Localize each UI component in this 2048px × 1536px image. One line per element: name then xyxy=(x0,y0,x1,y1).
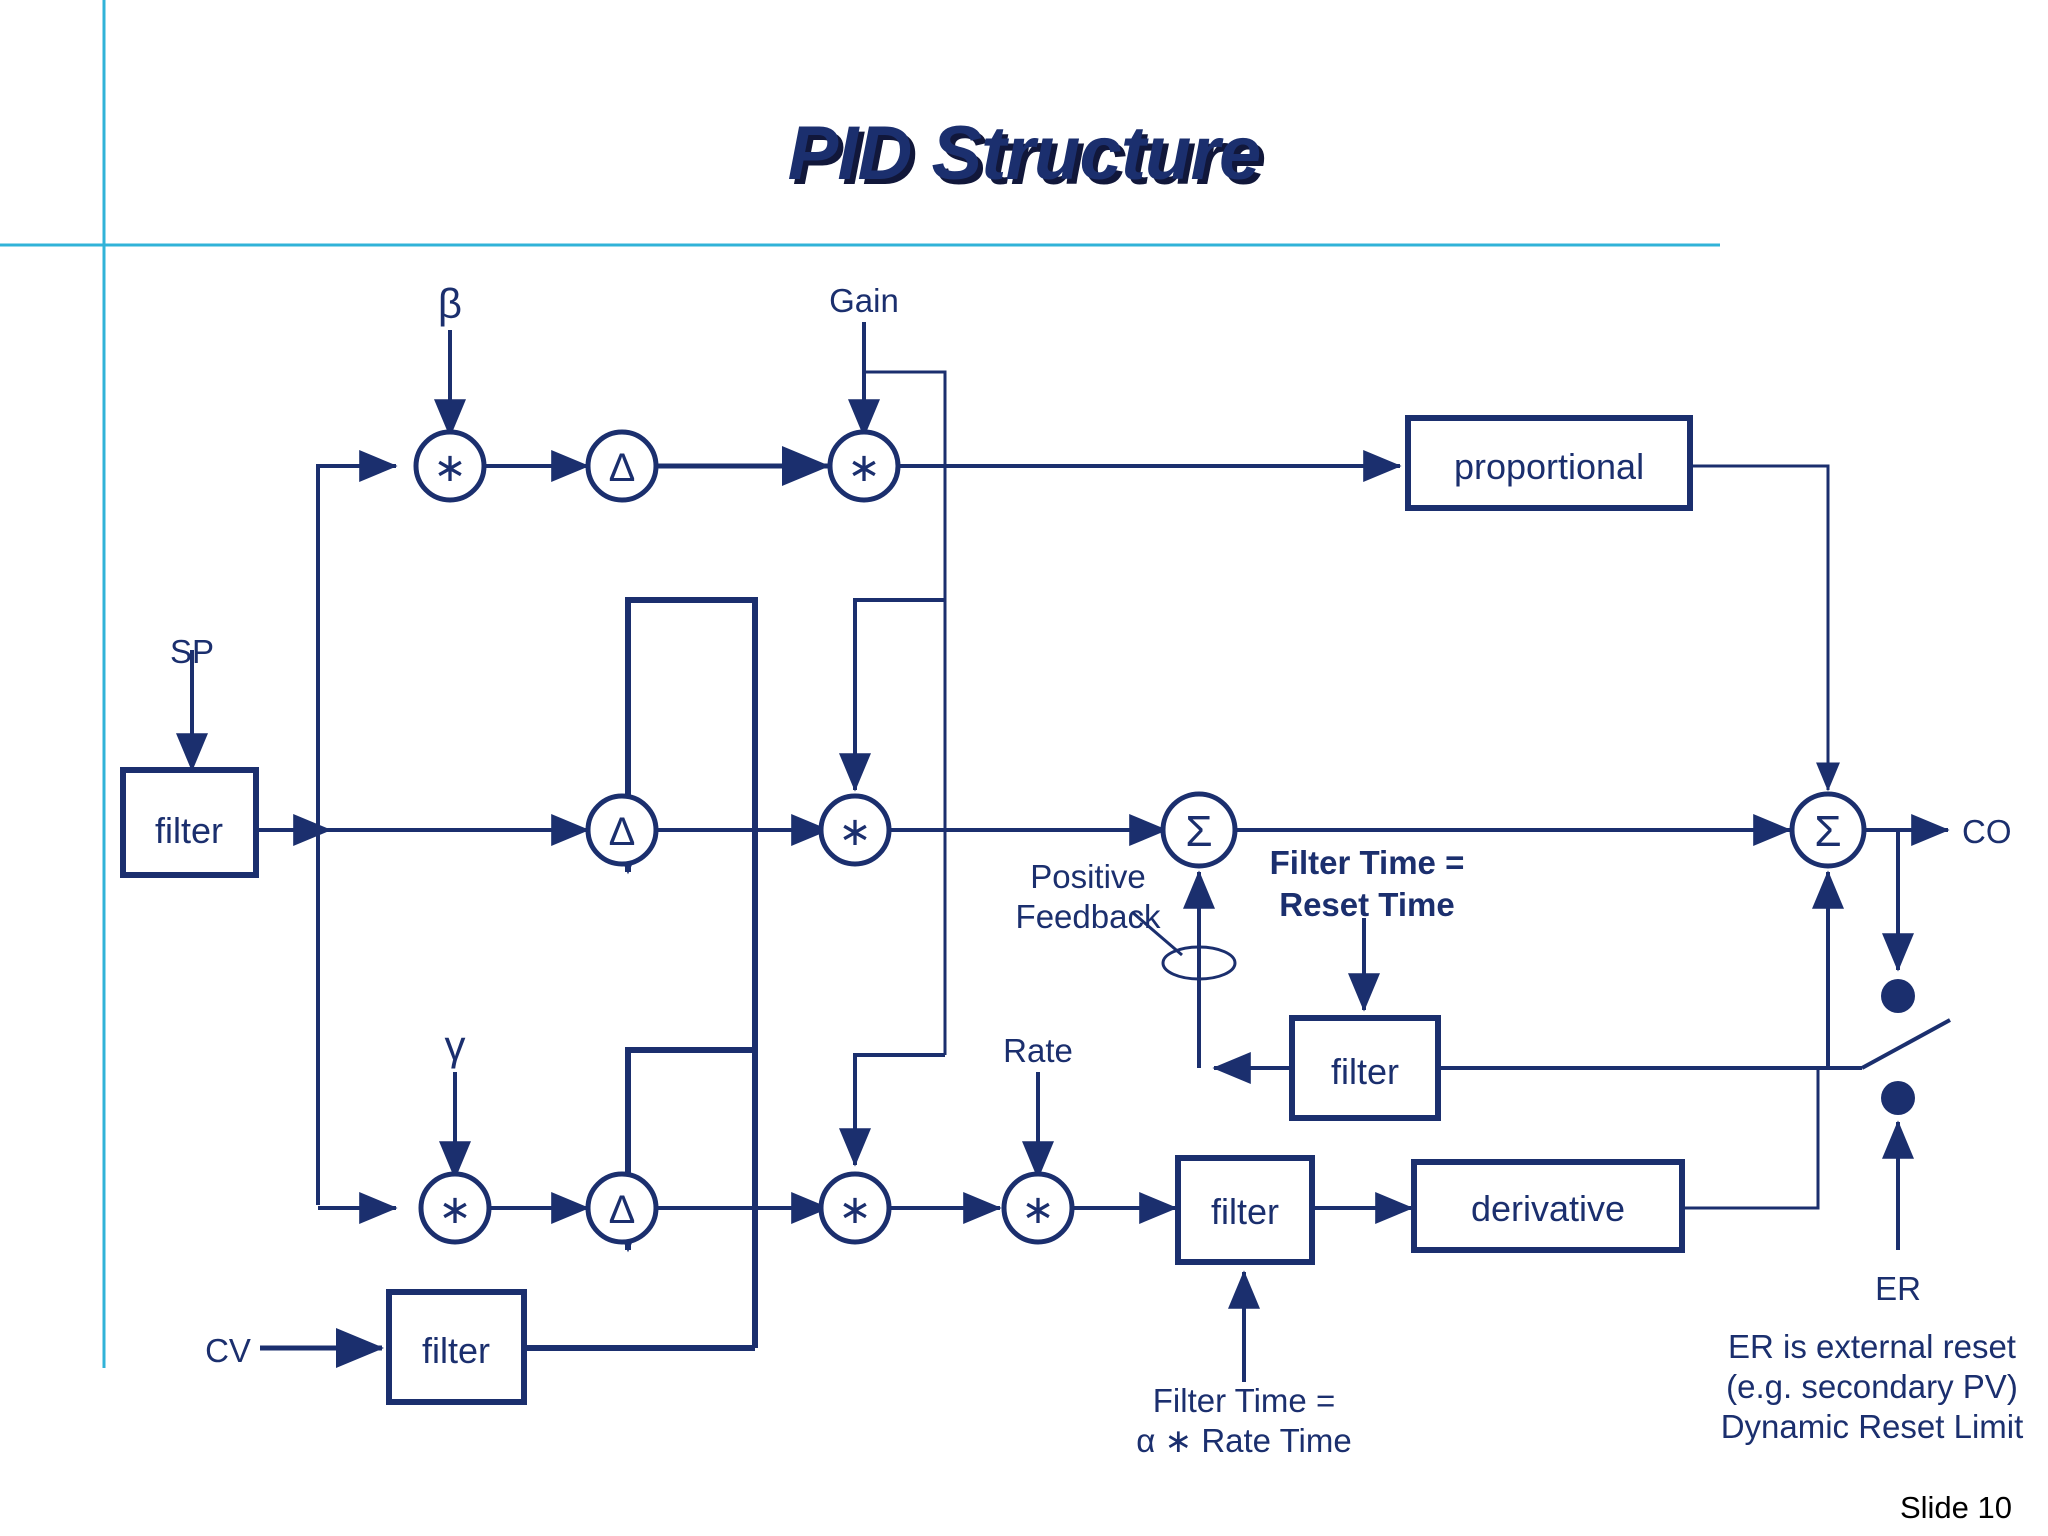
op-beta-mult: ∗ xyxy=(413,429,487,503)
block-derivative: derivative xyxy=(1411,1159,1685,1253)
op-symbol: Δ xyxy=(609,1188,636,1232)
diagram-labels: β γ Gain Rate SP CV CO ER Positive Feedb… xyxy=(170,280,2023,1459)
label-er: ER xyxy=(1875,1270,1921,1307)
block-label: filter xyxy=(422,1330,490,1371)
switch-contact-upper xyxy=(1881,979,1915,1013)
operator-nodes: ∗ Δ ∗ Δ ∗ Σ Σ xyxy=(413,429,1867,1245)
annotation-er-note-line2: (e.g. secondary PV) xyxy=(1726,1368,2018,1405)
block-label: derivative xyxy=(1471,1188,1625,1229)
op-rate-mult: ∗ xyxy=(1001,1171,1075,1245)
op-symbol: ∗ xyxy=(838,810,872,854)
op-symbol: ∗ xyxy=(838,1188,872,1232)
switch-blade xyxy=(1861,1018,1951,1070)
annotation-er-note-line1: ER is external reset xyxy=(1728,1328,2016,1365)
slide-number: Slide 10 xyxy=(1899,1490,2012,1525)
block-label: filter xyxy=(1331,1051,1399,1092)
link-proportional-to-sum xyxy=(1690,464,1841,792)
annotation-positive-feedback-line1: Positive xyxy=(1030,858,1146,895)
switch-contact-lower xyxy=(1881,1081,1915,1115)
positive-feedback-pointer xyxy=(1131,910,1183,957)
block-proportional: proportional xyxy=(1405,415,1693,511)
op-bot-delta: Δ xyxy=(585,1171,659,1245)
block-sp-filter: filter xyxy=(120,767,259,878)
sp-branch-to-top xyxy=(316,449,398,830)
op-gain-mult-top: ∗ xyxy=(827,429,901,503)
label-beta: β xyxy=(438,280,462,327)
label-gain: Gain xyxy=(829,282,899,319)
block-rate-filter: filter xyxy=(1175,1155,1315,1265)
block-nodes: filter filter proportional filter filter… xyxy=(120,415,1693,1405)
block-label: proportional xyxy=(1454,446,1644,487)
label-gamma: γ xyxy=(445,1022,466,1069)
op-mid-delta: Δ xyxy=(585,793,659,867)
annotation-filter-rate-line1: Filter Time = xyxy=(1153,1382,1335,1419)
op-top-delta: Δ xyxy=(585,429,659,503)
link-derivative-to-resetbus xyxy=(1682,1068,1820,1210)
op-gamma-mult: ∗ xyxy=(418,1171,492,1245)
op-symbol: ∗ xyxy=(847,446,881,490)
cv-feedback-trunk xyxy=(524,597,758,1351)
op-symbol: Δ xyxy=(609,446,636,490)
op-symbol: Σ xyxy=(1185,807,1212,856)
op-sum-output: Σ xyxy=(1789,791,1867,869)
op-symbol: Δ xyxy=(609,810,636,854)
op-gain-mult-mid: ∗ xyxy=(818,793,892,867)
block-reset-filter: filter xyxy=(1289,1015,1441,1121)
annotation-filter-reset-line1: Filter Time = xyxy=(1270,844,1465,881)
slide-decor-rules xyxy=(0,0,1720,1368)
block-label: filter xyxy=(1211,1191,1279,1232)
op-symbol: ∗ xyxy=(438,1188,472,1232)
op-symbol: ∗ xyxy=(1021,1188,1055,1232)
op-sum-integral: Σ xyxy=(1160,791,1238,869)
op-gain-mult-bot: ∗ xyxy=(818,1171,892,1245)
label-sp: SP xyxy=(170,633,214,670)
block-label: filter xyxy=(155,810,223,851)
annotation-filter-reset-line2: Reset Time xyxy=(1279,886,1454,923)
page-title: PID Structure xyxy=(787,111,1262,196)
gain-input-bus xyxy=(839,322,947,1167)
annotation-filter-rate-line2: α ∗ Rate Time xyxy=(1136,1422,1351,1459)
label-cv: CV xyxy=(205,1332,251,1369)
positive-feedback-loop xyxy=(1182,870,1290,1085)
block-cv-filter: filter xyxy=(386,1289,527,1405)
label-co: CO xyxy=(1962,813,2012,850)
annotation-positive-feedback-line2: Feedback xyxy=(1016,898,1161,935)
feedback-tap-marker xyxy=(1161,945,1237,981)
label-rate: Rate xyxy=(1003,1032,1073,1069)
annotation-er-note-line3: Dynamic Reset Limit xyxy=(1721,1408,2024,1445)
op-symbol: Σ xyxy=(1814,807,1841,856)
op-symbol: ∗ xyxy=(433,446,467,490)
